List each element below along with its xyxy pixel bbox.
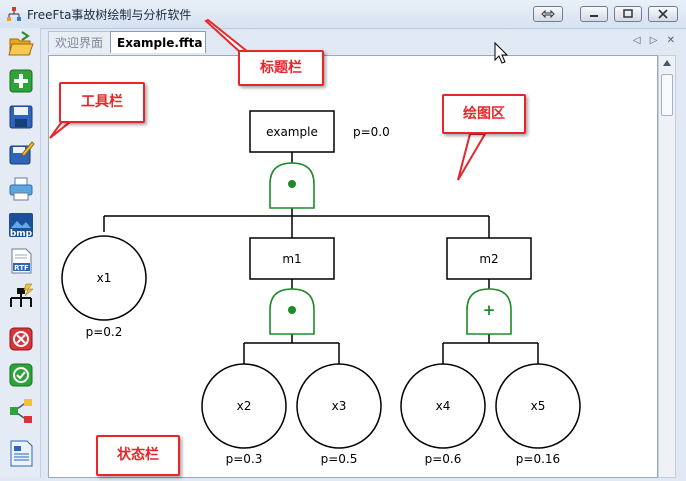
- top-event-label: example: [266, 125, 318, 139]
- tab-navigation[interactable]: ◁ ▷ ✕: [632, 35, 678, 46]
- rtf-document-icon: RTF: [11, 248, 32, 274]
- plus-icon: [9, 69, 33, 93]
- event-label-m1: m1: [282, 252, 301, 266]
- tree-connectors: [103, 152, 539, 364]
- bmp-label: bmp: [10, 229, 33, 239]
- basic-event-x4[interactable]: [400, 363, 486, 449]
- basic-event-x1[interactable]: [61, 235, 147, 321]
- basic-event-prob-x3: p=0.5: [321, 452, 358, 466]
- open-file-button[interactable]: [6, 30, 36, 60]
- event-label-m2: m2: [479, 252, 498, 266]
- tab-welcome[interactable]: 欢迎界面: [48, 31, 111, 53]
- scroll-up-icon[interactable]: [663, 60, 671, 66]
- toolbar-callout: 工具栏: [59, 82, 145, 123]
- toolbar: bmp RTF: [0, 28, 41, 478]
- basic-event-label-x5: x5: [531, 399, 546, 413]
- delete-icon: [9, 327, 33, 351]
- fault-tree-diagram: example p=0.0 m1 m2 + x1 p=0.2 x2 p=0.3 …: [61, 110, 581, 466]
- maximize-button[interactable]: [614, 6, 642, 22]
- folder-open-icon: [8, 31, 34, 56]
- minimize-button[interactable]: [580, 6, 608, 22]
- basic-event-prob-x1: p=0.2: [86, 325, 123, 339]
- and-gate-dot-icon: [288, 180, 296, 188]
- tab-example-ffta[interactable]: Example.ffta: [110, 31, 206, 53]
- drawing-area[interactable]: example p=0.0 m1 m2 + x1 p=0.2 x2 p=0.3 …: [48, 55, 658, 478]
- basic-event-x3[interactable]: [296, 363, 382, 449]
- title-bar: FreeFta事故树绘制与分析软件: [0, 0, 686, 29]
- tab-bar: 欢迎界面 Example.ffta ◁ ▷ ✕: [48, 29, 686, 55]
- or-gate-plus-icon: +: [483, 301, 496, 319]
- event-box-m1[interactable]: [249, 237, 335, 280]
- status-bar-callout: 状态栏: [96, 435, 180, 476]
- print-button[interactable]: [6, 174, 36, 204]
- basic-event-prob-x2: p=0.3: [226, 452, 263, 466]
- app-logo-icon: [6, 6, 22, 26]
- event-box-m2[interactable]: [446, 237, 532, 280]
- tree-structure-icon: [10, 283, 34, 307]
- and-gate-dot-icon: [288, 306, 296, 314]
- export-rtf-button[interactable]: RTF: [6, 246, 36, 276]
- edit-button[interactable]: [6, 138, 36, 168]
- export-bmp-button[interactable]: bmp: [6, 210, 36, 240]
- basic-event-label-x2: x2: [237, 399, 252, 413]
- save-button[interactable]: [6, 102, 36, 132]
- rtf-label: RTF: [14, 264, 29, 272]
- title-bar-callout: 标题栏: [238, 50, 324, 86]
- m2-or-gate[interactable]: +: [466, 288, 512, 335]
- report-icon: [10, 440, 33, 467]
- basic-event-prob-x5: p=0.16: [516, 452, 560, 466]
- basic-event-x5[interactable]: [495, 363, 581, 449]
- m1-and-gate[interactable]: [269, 288, 315, 335]
- basic-event-x2[interactable]: [201, 363, 287, 449]
- printer-icon: [9, 177, 33, 201]
- report-button[interactable]: [6, 438, 36, 468]
- bmp-icon: bmp: [9, 213, 33, 239]
- share-button[interactable]: [6, 396, 36, 426]
- vertical-scrollbar[interactable]: [658, 55, 676, 478]
- close-window-button[interactable]: [648, 6, 678, 22]
- basic-event-label-x4: x4: [436, 399, 451, 413]
- basic-event-label-x1: x1: [97, 271, 112, 285]
- drawing-area-callout: 绘图区: [442, 94, 526, 134]
- restore-size-button[interactable]: [533, 6, 563, 22]
- delete-button[interactable]: [6, 324, 36, 354]
- basic-event-prob-x4: p=0.6: [425, 452, 462, 466]
- share-icon: [10, 399, 32, 423]
- floppy-disk-icon: [9, 105, 33, 129]
- window-title: FreeFta事故树绘制与分析软件: [27, 8, 192, 22]
- top-event-probability: p=0.0: [353, 125, 390, 139]
- basic-event-label-x3: x3: [332, 399, 347, 413]
- check-button[interactable]: [6, 360, 36, 390]
- scrollbar-thumb[interactable]: [661, 74, 673, 116]
- check-icon: [9, 363, 33, 387]
- top-and-gate[interactable]: [269, 162, 315, 209]
- add-button[interactable]: [6, 66, 36, 96]
- top-event-box[interactable]: [249, 110, 335, 153]
- tree-structure-button[interactable]: [6, 282, 36, 312]
- edit-document-icon: [9, 141, 35, 165]
